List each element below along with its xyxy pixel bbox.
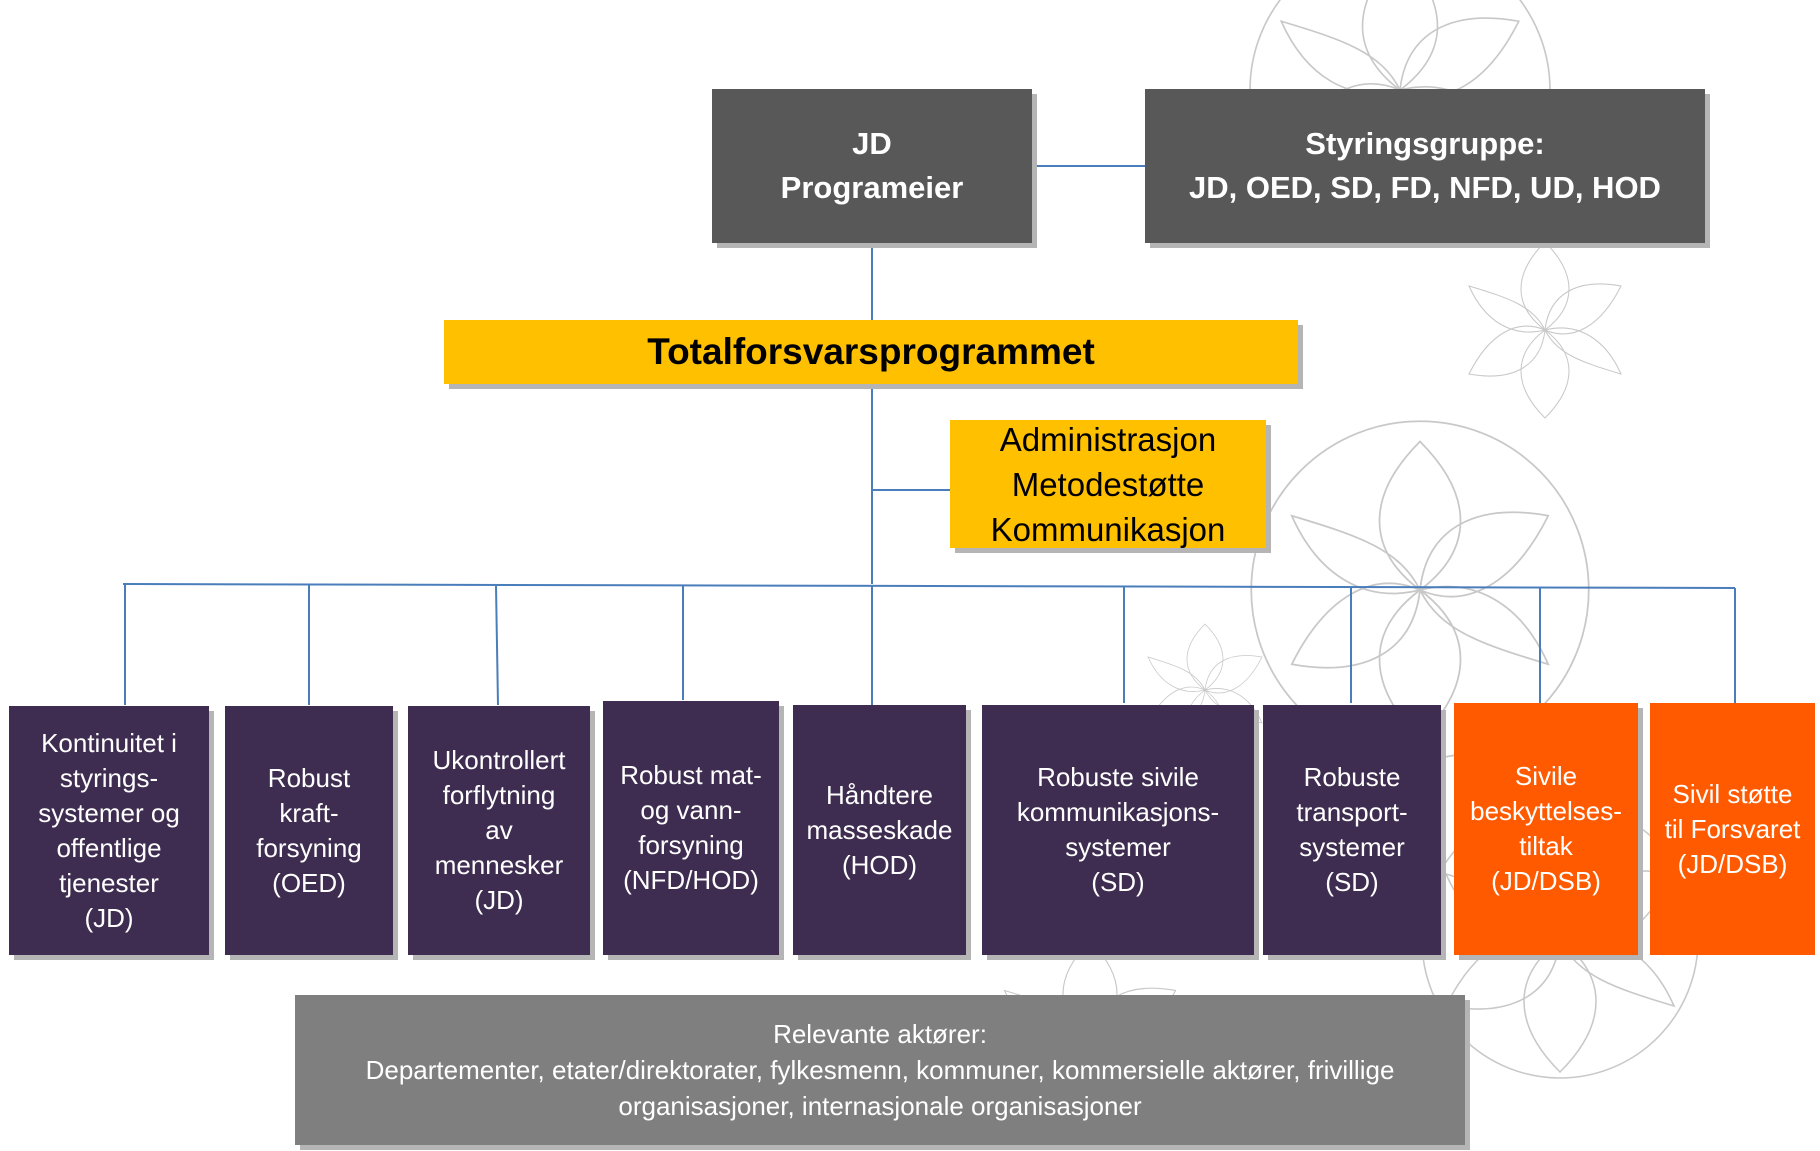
program-owner-box: JD Programeier: [712, 89, 1032, 243]
unit-box-mass-casualties: Håndtere masseskade (HOD): [793, 705, 966, 955]
unit-label-line: masseskade: [806, 814, 953, 845]
unit-label-line: Robuste sivile: [1037, 762, 1199, 792]
program-title-box: Totalforsvarsprogrammet: [444, 320, 1298, 384]
unit-label-line: Robust: [267, 762, 351, 793]
horizontal-bus-connector: [122, 583, 1736, 589]
support-function-line: Metodestøtte: [1011, 465, 1205, 503]
unit-label-line: (OED): [272, 867, 346, 898]
unit-box-civil-communication: Robuste sivile kommunikasjons- systemer …: [982, 705, 1254, 955]
unit-box-uncontrolled-migration: Ukontrollert forflytning av mennesker (J…: [408, 706, 590, 955]
support-functions-box: Administrasjon Metodestøtte Kommunikasjo…: [950, 420, 1266, 548]
unit-label-line: Robust mat-: [620, 760, 762, 790]
unit-label-line: styrings-: [59, 762, 159, 793]
unit-box-food-water-supply: Robust mat- og vann- forsyning (NFD/HOD): [603, 701, 779, 955]
unit-label-line: Sivil støtte: [1672, 778, 1793, 809]
unit-label-line: kraft-: [279, 797, 339, 828]
unit-label-line: (HOD): [841, 849, 918, 880]
unit-label-line: (JD): [84, 902, 134, 933]
unit-label-line: (JD/DSB): [1491, 866, 1601, 896]
unit-label-line: transport-: [1296, 797, 1408, 827]
unit-label-line: tjenester: [59, 867, 159, 898]
steering-group-box: Styringsgruppe: JD, OED, SD, FD, NFD, UD…: [1145, 89, 1705, 243]
unit-label-line: Robuste: [1303, 762, 1401, 792]
unit-label-line: av: [485, 815, 513, 845]
unit-label-line: offentlige: [56, 832, 162, 863]
unit-label-line: beskyttelses-: [1470, 796, 1622, 826]
unit-label-line: systemer: [1299, 832, 1405, 862]
unit-label-line: kommunikasjons-: [1016, 797, 1220, 827]
program-owner-line: Programeier: [780, 170, 964, 205]
unit-label-line: (NFD/HOD): [623, 865, 759, 895]
unit-label-line: mennesker: [434, 850, 564, 880]
unit-label-line: (SD): [1091, 867, 1145, 897]
unit-box-civil-protection: Sivile beskyttelses- tiltak (JD/DSB): [1454, 703, 1638, 955]
unit-label-line: forsyning: [638, 830, 744, 860]
unit-label-line: forsyning: [256, 832, 362, 863]
unit-label-line: (JD): [474, 885, 524, 915]
unit-label-line: Kontinuitet i: [41, 727, 177, 758]
unit-label-line: systemer og: [38, 797, 180, 828]
unit-box-transport-systems: Robuste transport- systemer (SD): [1263, 705, 1441, 955]
unit-box-power-supply: Robust kraft- forsyning (OED): [225, 706, 393, 955]
unit-label-line: (JD/DSB): [1677, 848, 1788, 879]
drop-connector: [495, 585, 499, 706]
steering-group-line: Styringsgruppe:: [1305, 126, 1545, 161]
relevant-actors-line: Departementer, etater/direktorater, fylk…: [365, 1055, 1395, 1085]
unit-label-line: tiltak: [1519, 831, 1573, 861]
relevant-actors-box: Relevante aktører: Departementer, etater…: [295, 995, 1465, 1145]
unit-box-armed-forces-support: Sivil støtte til Forsvaret (JD/DSB): [1650, 703, 1815, 955]
unit-box-governance-continuity: Kontinuitet i styrings- systemer og offe…: [9, 706, 209, 955]
unit-label-line: Ukontrollert: [432, 745, 566, 775]
unit-label-line: Sivile: [1514, 761, 1578, 791]
program-owner-line: JD: [852, 126, 892, 161]
relevant-actors-line: organisasjoner, internasjonale organisas…: [618, 1091, 1142, 1121]
unit-label-line: og vann-: [640, 795, 742, 825]
support-function-line: Kommunikasjon: [990, 510, 1226, 548]
unit-label-line: (SD): [1325, 867, 1379, 897]
unit-label-line: systemer: [1065, 832, 1171, 862]
unit-label-line: forflytning: [442, 780, 556, 810]
relevant-actors-line: Relevante aktører:: [773, 1019, 987, 1049]
unit-label-line: Håndtere: [826, 779, 933, 810]
program-title: Totalforsvarsprogrammet: [647, 331, 1095, 372]
unit-label-line: til Forsvaret: [1664, 813, 1801, 844]
support-function-line: Administrasjon: [999, 420, 1217, 458]
steering-group-line: JD, OED, SD, FD, NFD, UD, HOD: [1189, 170, 1661, 205]
